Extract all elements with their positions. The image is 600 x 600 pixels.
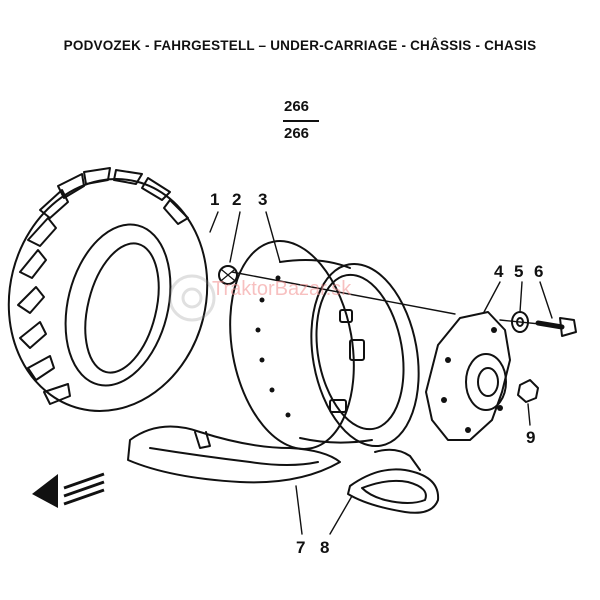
disc-center-bore — [477, 367, 499, 397]
disc-hole — [445, 357, 451, 363]
tread-lug — [19, 321, 47, 349]
tread-lug — [163, 199, 189, 225]
leader-line-1 — [209, 211, 219, 233]
flap-edge — [374, 448, 421, 471]
leader-line-8 — [329, 495, 353, 535]
callout-2: 2 — [232, 190, 242, 209]
rim-flap — [347, 448, 440, 514]
leader-line-7 — [295, 485, 303, 535]
disc-hub — [465, 353, 507, 411]
axle-line-left — [231, 271, 456, 315]
bolt — [535, 317, 577, 337]
rim-top-band — [279, 259, 351, 269]
page-number-bottom: 266 — [284, 125, 310, 142]
tread-lug — [113, 169, 143, 185]
rim-lug — [339, 309, 353, 323]
tread-lug — [27, 355, 55, 381]
disc-hole — [465, 427, 471, 433]
tire-outer — [7, 178, 209, 412]
disc-hole — [497, 405, 503, 411]
rim-hole — [259, 297, 265, 303]
tread-lug — [141, 177, 171, 201]
callout-3: 3 — [258, 190, 268, 209]
callout-5: 5 — [514, 262, 524, 281]
callout-1: 1 — [210, 190, 220, 209]
direction-arrow-icon — [32, 472, 105, 508]
callout-7: 7 — [296, 538, 306, 557]
rim-hole — [269, 387, 275, 393]
inner-tube — [127, 425, 341, 484]
rim-front-edge — [310, 262, 420, 448]
nut — [517, 379, 539, 403]
page-title: PODVOZEK - FAHRGESTELL – UNDER-CARRIAGE … — [63, 38, 537, 53]
tread-lug — [83, 167, 111, 185]
wheel-rim — [229, 240, 420, 450]
callout-8: 8 — [320, 538, 330, 557]
rim-bottom-band — [299, 437, 373, 444]
rim-hole — [255, 327, 261, 333]
watermark-text: TraktorBazar.sk — [212, 278, 352, 300]
valve-cap — [218, 265, 238, 285]
tube-valve-stem — [194, 431, 211, 449]
page-number-divider — [283, 120, 319, 122]
leader-line-9 — [527, 403, 531, 426]
tire-bead — [84, 242, 160, 374]
rim-lug — [329, 399, 347, 413]
leader-line-5 — [519, 281, 523, 313]
page-number-top: 266 — [284, 98, 310, 115]
callout-6: 6 — [534, 262, 544, 281]
tread-lug — [19, 249, 47, 279]
tread-lug — [39, 189, 69, 219]
flap-inner — [361, 479, 427, 504]
tread-lug — [27, 217, 57, 247]
rim-hole — [259, 357, 265, 363]
tire-sidewall — [64, 223, 172, 387]
rim-hole — [275, 275, 281, 281]
leader-line-6 — [539, 281, 553, 319]
rim-inner-edge — [315, 273, 405, 431]
leader-line-3 — [265, 211, 281, 263]
rim-lug — [349, 339, 365, 361]
watermark-gear-icon — [168, 274, 216, 322]
flap-outer — [347, 468, 440, 514]
callout-4: 4 — [494, 262, 504, 281]
disc-hole — [491, 327, 497, 333]
tube-body — [127, 425, 341, 484]
tread-lug — [17, 286, 45, 314]
tire — [7, 167, 209, 412]
leader-line-4 — [483, 281, 501, 313]
axle-line-right — [499, 319, 561, 327]
callout-9: 9 — [526, 428, 536, 447]
tube-inner-edge — [149, 447, 319, 466]
disc-hole — [441, 397, 447, 403]
wheel-disc — [425, 311, 511, 441]
leader-line-2 — [229, 211, 241, 263]
tread-lug — [43, 383, 71, 405]
tread-lug — [57, 173, 85, 199]
bolt-head — [559, 317, 577, 337]
rim-hole — [285, 412, 291, 418]
